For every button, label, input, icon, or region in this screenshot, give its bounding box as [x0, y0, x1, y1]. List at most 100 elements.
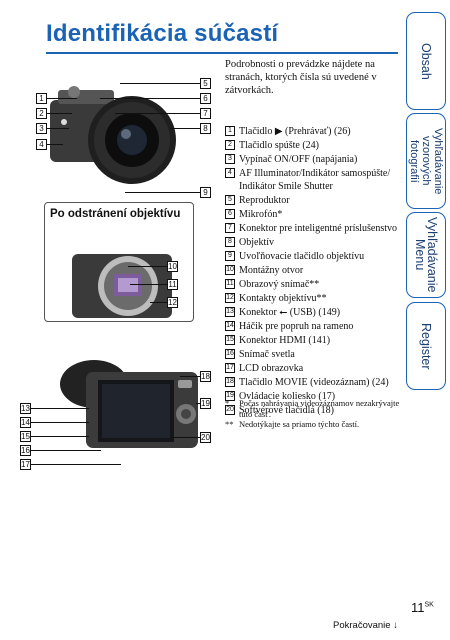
item-number: 8 [225, 237, 235, 247]
continue-link[interactable]: Pokračovanie ↓ [333, 620, 398, 631]
callout-2: 2 [36, 108, 47, 119]
callout-4: 4 [36, 139, 47, 150]
item-label: Tlačidlo spúšte (24) [239, 140, 319, 151]
item-number: 5 [225, 195, 235, 205]
page-number: 11SK [411, 600, 434, 615]
page-number-suffix: SK [424, 601, 434, 609]
item-label: Reproduktor [239, 195, 290, 206]
item-number: 10 [225, 265, 235, 275]
item-number: 15 [225, 335, 235, 345]
item-label: Objektív [239, 237, 274, 248]
leader-4 [47, 144, 63, 145]
tab-contents-label: Obsah [419, 42, 433, 80]
callout-14: 14 [20, 417, 31, 428]
item-label: Kontakty objektívu** [239, 293, 327, 304]
leader-18 [180, 376, 200, 377]
leader-14 [31, 422, 89, 423]
tab-sample-photo-search-label: Vyhľadávanie vzorových fotografií [408, 127, 444, 195]
leader-16 [31, 450, 101, 451]
list-item: 20 Softvérové tlačidlá (18) [225, 404, 405, 417]
list-item: 2 Tlačidlo spúšte (24) [225, 139, 405, 152]
leader-19 [196, 403, 200, 404]
item-label: Softvérové tlačidlá (18) [239, 405, 334, 416]
title-rule [46, 52, 398, 54]
leader-3 [47, 128, 69, 129]
item-label: Háčik pre popruh na rameno [239, 321, 354, 332]
list-item: 12 Kontakty objektívu** [225, 292, 405, 305]
item-label: Vypínač ON/OFF (napájania) [239, 154, 358, 165]
callout-20: 20 [200, 432, 211, 443]
tab-sample-photo-search[interactable]: Vyhľadávanie vzorových fotografií [406, 113, 446, 209]
callout-5: 5 [200, 78, 211, 89]
leader-5 [120, 83, 200, 84]
leader-9 [125, 192, 200, 193]
leader-8 [170, 128, 200, 129]
leader-17 [31, 464, 121, 465]
footnote-text: Nedotýkajte sa priamo týchto častí. [239, 419, 360, 429]
item-number: 9 [225, 251, 235, 261]
callout-1: 1 [36, 93, 47, 104]
item-number: 13 [225, 307, 235, 317]
callout-10: 10 [167, 261, 178, 272]
leader-10 [128, 266, 167, 267]
page-title: Identifikácia súčastí [46, 20, 279, 47]
intro-text: Podrobnosti o prevádzke nájdete na stran… [225, 59, 377, 96]
tab-index-label: Register [419, 322, 433, 370]
item-number: 20 [225, 405, 235, 415]
callout-9: 9 [200, 187, 211, 198]
tab-contents[interactable]: Obsah [406, 12, 446, 110]
camera-front-illustration [50, 86, 176, 184]
item-label: LCD obrazovka [239, 363, 304, 374]
item-number: 12 [225, 293, 235, 303]
item-number: 11 [225, 279, 235, 289]
footnote: **Nedotýkajte sa priamo týchto častí. [225, 419, 405, 430]
leader-13 [31, 408, 89, 409]
leader-15 [31, 436, 89, 437]
leader-7 [115, 113, 200, 114]
item-number: 14 [225, 321, 235, 331]
item-number: 17 [225, 363, 235, 373]
callout-12: 12 [167, 297, 178, 308]
list-item: 5 Reproduktor [225, 194, 405, 207]
callout-3: 3 [36, 123, 47, 134]
callout-15: 15 [20, 431, 31, 442]
callout-17: 17 [20, 459, 31, 470]
item-label: Snímač svetla [239, 349, 295, 360]
leader-20 [170, 437, 200, 438]
callout-13: 13 [20, 403, 31, 414]
camera-mount-illustration [72, 254, 172, 318]
list-item: 10 Montážny otvor [225, 264, 405, 277]
lens-removed-frame [44, 202, 194, 322]
lens-removed-heading: Po odstránení objektívu [50, 208, 181, 220]
list-item: 14 Háčik pre popruh na rameno [225, 320, 405, 333]
footnote-text: Počas nahrávania videozáznamov nezakrýva… [239, 398, 400, 419]
footnote: * Počas nahrávania videozáznamov nezakrýv… [225, 398, 405, 419]
leader-1 [47, 98, 77, 99]
item-number: 19 [225, 391, 235, 401]
callout-8: 8 [200, 123, 211, 134]
item-label: Obrazový snímač** [239, 279, 320, 290]
item-label: Konektor pre inteligentné príslušenstvo [239, 223, 398, 234]
item-label: Konektor ⭠ (USB) (149) [239, 307, 341, 318]
tab-index[interactable]: Register [406, 302, 446, 390]
item-label: Mikrofón* [239, 209, 283, 220]
footnote-mark: * [225, 398, 230, 408]
camera-back-illustration [60, 360, 198, 448]
tab-menu-search[interactable]: Vyhľadávanie Menu [406, 212, 446, 298]
item-number: 2 [225, 140, 235, 150]
item-number: 1 [225, 126, 235, 136]
tab-menu-search-label: Vyhľadávanie Menu [413, 217, 439, 293]
item-label: Montážny otvor [239, 265, 304, 276]
callout-16: 16 [20, 445, 31, 456]
list-item: 17 LCD obrazovka [225, 362, 405, 375]
callout-18: 18 [200, 371, 211, 382]
callout-11: 11 [167, 279, 178, 290]
